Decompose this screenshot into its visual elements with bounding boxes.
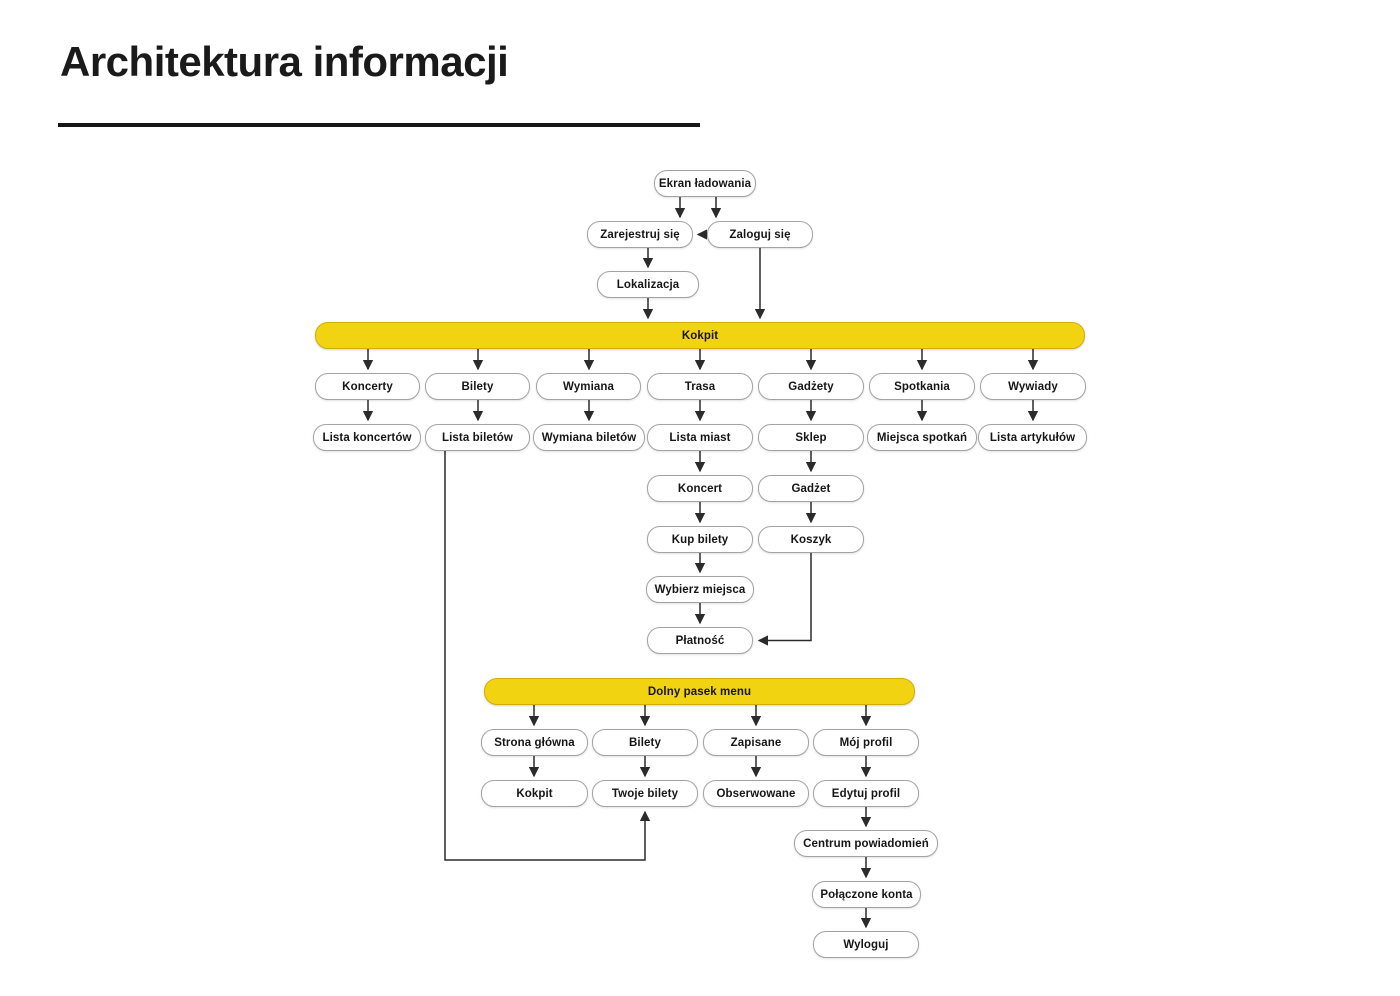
node-bilety: Bilety: [425, 373, 530, 400]
node-sklep: Sklep: [758, 424, 864, 451]
node-platnosc: Płatność: [647, 627, 753, 654]
node-moj-profil: Mój profil: [813, 729, 919, 756]
node-ekran-ladowania: Ekran ładowania: [654, 170, 756, 197]
node-strona-glowna: Strona główna: [481, 729, 588, 756]
node-obserwowane: Obserwowane: [703, 780, 809, 807]
page-title: Architektura informacji: [60, 38, 509, 85]
node-miejsca-spotkan: Miejsca spotkań: [867, 424, 977, 451]
node-gadzety: Gadżety: [758, 373, 864, 400]
node-wybierz-miejsca: Wybierz miejsca: [646, 576, 754, 603]
node-zapisane: Zapisane: [703, 729, 809, 756]
node-trasa: Trasa: [647, 373, 753, 400]
node-zarejestruj-sie: Zarejestruj się: [587, 221, 693, 248]
node-kokpit-bar: Kokpit: [315, 322, 1085, 349]
node-zaloguj-sie: Zaloguj się: [707, 221, 813, 248]
node-spotkania: Spotkania: [869, 373, 975, 400]
node-gadzet: Gadżet: [758, 475, 864, 502]
node-centrum-powiadomien: Centrum powiadomień: [794, 830, 938, 857]
node-lista-biletow: Lista biletów: [425, 424, 530, 451]
node-koncerty: Koncerty: [315, 373, 420, 400]
node-twoje-bilety: Twoje bilety: [592, 780, 698, 807]
node-wymiana: Wymiana: [536, 373, 641, 400]
node-wyloguj: Wyloguj: [813, 931, 919, 958]
node-lista-miast: Lista miast: [647, 424, 753, 451]
node-dolny-pasek-menu: Dolny pasek menu: [484, 678, 915, 705]
node-polaczone-konta: Połączone konta: [812, 881, 921, 908]
node-edytuj-profil: Edytuj profil: [813, 780, 919, 807]
node-koncert: Koncert: [647, 475, 753, 502]
node-kup-bilety: Kup bilety: [647, 526, 753, 553]
node-lista-artykulow: Lista artykułów: [978, 424, 1087, 451]
flow-arrow: [757, 553, 812, 646]
node-lokalizacja: Lokalizacja: [597, 271, 699, 298]
node-bilety-menu: Bilety: [592, 729, 698, 756]
node-kokpit-menu: Kokpit: [481, 780, 588, 807]
node-lista-koncertow: Lista koncertów: [313, 424, 421, 451]
node-koszyk: Koszyk: [758, 526, 864, 553]
node-wywiady: Wywiady: [980, 373, 1086, 400]
flow-arrow: [444, 451, 651, 861]
node-wymiana-biletow: Wymiana biletów: [533, 424, 645, 451]
title-underline: [58, 123, 700, 127]
